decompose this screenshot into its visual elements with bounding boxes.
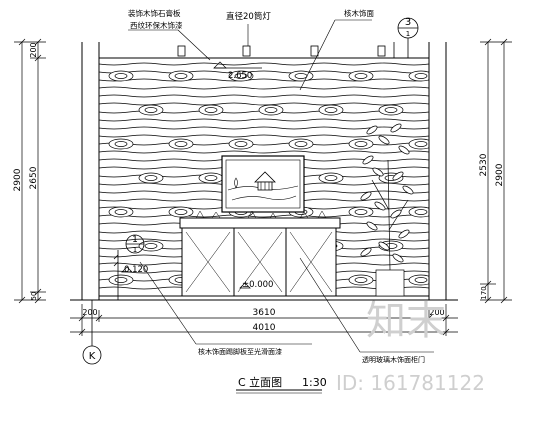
axis-bubble: K [82,300,102,365]
downlights [177,45,386,57]
left-callout-sub: 1 [133,246,137,254]
note-wall-finish: 核木饰面 [344,8,374,18]
dim-left-bottom: 50 [30,292,38,301]
top-right-callout-number: 3 [405,17,411,28]
note-ceiling-finish: 西纹环保木饰漆 [130,20,183,30]
note-ceiling-material: 装饰木饰石膏板 [128,8,181,18]
axis-label: K [89,351,96,362]
note-skirting: 核木饰面踢脚板至光滑面漆 [198,347,282,356]
top-right-callout-sub: 1 [406,30,410,38]
scale-label: 1:30 [302,376,327,389]
dim-right-middle: 2530 [479,153,489,176]
left-dimension-lines [14,38,46,304]
bottom-leaders [139,257,434,353]
top-leaders [128,19,372,91]
right-dimension-lines [480,38,512,304]
note-cabinet-door: 透明玻璃木饰面柜门 [362,355,425,364]
dim-left-middle: 2650 [29,166,39,189]
cabinet [179,210,341,297]
top-right-callout: 3 1 [393,17,419,58]
dim-left-overall: 2900 [13,168,23,191]
level-ceiling: 2.650 [228,71,252,81]
dim-left-top: 200 [29,42,38,57]
left-callout-number: 1 [132,235,138,245]
title-label: C 立面图 [238,375,282,389]
bottom-dimension-lines [70,304,458,336]
side-columns [70,42,458,301]
dim-bottom-right: 200 [429,308,444,317]
watermark-logo: 知末 [366,298,446,344]
dim-bottom-overall: 4010 [253,323,276,333]
dim-right-overall: 2900 [495,163,505,186]
level-sill: 0.120 [124,265,148,275]
framed-painting [221,155,305,213]
dim-bottom-middle: 3610 [253,308,276,318]
level-marks [121,61,262,289]
level-floor: ±0.000 [242,280,273,290]
drawing-title: C 立面图 1:30 [236,375,327,394]
dim-right-bottom: 170 [480,286,488,299]
potted-plant [360,123,414,297]
left-callout: 1 1 [113,234,145,300]
note-downlight: 直径20筒灯 [226,11,271,22]
watermark-id: ID: 161781122 [336,371,485,395]
dim-bottom-left: 200 [82,308,97,317]
watermark: 知末 ID: 161781122 [336,298,485,395]
